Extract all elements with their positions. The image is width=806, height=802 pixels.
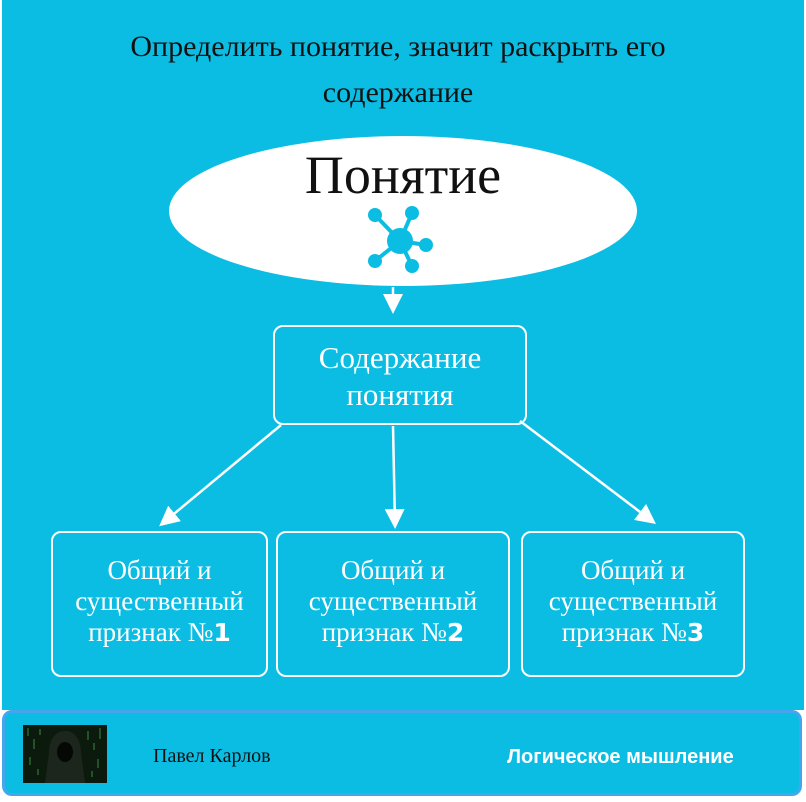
feature-box-2: Общий и существенный признак №2 bbox=[276, 531, 510, 677]
feature-line-3: признак №1 bbox=[53, 617, 266, 648]
feature-number: 3 bbox=[686, 618, 705, 647]
concept-title: Понятие bbox=[304, 145, 502, 205]
feature-box-1: Общий и существенный признак №1 bbox=[51, 531, 268, 677]
heading-line-1: Определить понятие, значит раскрыть его bbox=[130, 30, 666, 63]
heading-line-2: содержание bbox=[322, 76, 474, 109]
feature-line-2: существенный bbox=[308, 586, 478, 616]
content-box-line-2: понятия bbox=[346, 377, 454, 412]
content-box-line-1: Содержание bbox=[318, 340, 482, 375]
arrow-content-to-feature-3 bbox=[519, 420, 656, 525]
arrow-content-to-feature-1 bbox=[159, 424, 282, 527]
feature-label: признак № bbox=[321, 617, 447, 647]
feature-line-1: Общий и bbox=[107, 555, 212, 585]
feature-line-2: существенный bbox=[75, 586, 244, 616]
feature-label: признак № bbox=[88, 617, 214, 647]
content-box: Содержание понятия bbox=[273, 325, 527, 425]
avatar bbox=[23, 725, 107, 783]
feature-line-3: признак №2 bbox=[278, 617, 508, 648]
concept-ellipse: Понятие bbox=[169, 136, 637, 286]
feature-number: 1 bbox=[213, 618, 231, 647]
footer: Павел Карлов Логическое мышление bbox=[0, 710, 806, 802]
author-name: Павел Карлов bbox=[153, 745, 271, 767]
slide-heading: Определить понятие, значит раскрыть его … bbox=[2, 24, 794, 116]
feature-label: признак № bbox=[561, 617, 687, 647]
feature-line-1: Общий и bbox=[580, 555, 686, 585]
feature-box-3: Общий и существенный признак №3 bbox=[521, 531, 745, 677]
connector-arrows bbox=[159, 287, 656, 529]
feature-number: 2 bbox=[446, 618, 465, 647]
slide: Определить понятие, значит раскрыть его … bbox=[2, 0, 804, 712]
feature-line-1: Общий и bbox=[340, 555, 446, 585]
hooded-figure-icon bbox=[23, 725, 107, 783]
feature-line-3: признак №3 bbox=[523, 617, 743, 648]
feature-line-2: существенный bbox=[548, 586, 718, 616]
arrow-content-to-feature-2 bbox=[384, 425, 405, 529]
footer-bar: Павел Карлов Логическое мышление bbox=[2, 710, 802, 796]
course-title: Логическое мышление bbox=[507, 746, 734, 768]
network-icon bbox=[368, 206, 433, 273]
